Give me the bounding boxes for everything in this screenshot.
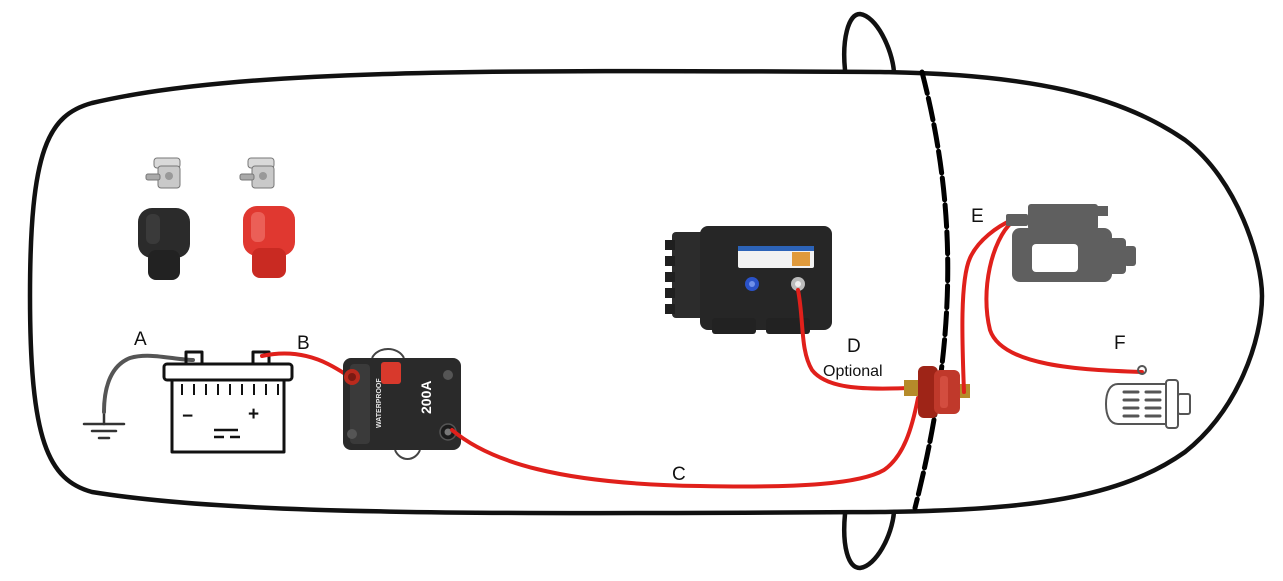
- label-d: D: [847, 336, 861, 357]
- breaker-waterproof-text: WATERPROOF: [376, 378, 383, 428]
- wire-d: [796, 288, 910, 391]
- car-outline: [27, 11, 1265, 571]
- label-d-optional: Optional: [823, 363, 883, 380]
- alternator-icon: [1104, 365, 1191, 429]
- label-c: C: [672, 464, 686, 485]
- wire-b: [260, 351, 354, 380]
- battery-minus-sign: −: [182, 406, 193, 427]
- battery-plus-sign: +: [248, 404, 259, 425]
- firewall-line: [912, 69, 951, 511]
- battery-clamp-positive: [239, 157, 275, 189]
- battery-icon: [162, 350, 294, 454]
- terminal-boot-black: [138, 208, 190, 280]
- label-a: A: [134, 329, 147, 350]
- label-e: E: [971, 206, 984, 227]
- starter-motor-icon: [1006, 204, 1136, 282]
- label-f: F: [1114, 333, 1126, 354]
- wire-e: [960, 218, 1014, 394]
- label-b: B: [297, 333, 310, 354]
- breaker-rating: 200A: [418, 381, 434, 414]
- battery-clamp-negative: [145, 157, 181, 189]
- wire-f: [984, 220, 1144, 374]
- terminal-boot-red: [243, 206, 295, 278]
- circuit-breaker: [343, 348, 461, 460]
- wire-c: [450, 396, 920, 489]
- wire-a-ground: [102, 353, 195, 414]
- control-module: [665, 226, 832, 334]
- ground-symbol: [82, 408, 126, 440]
